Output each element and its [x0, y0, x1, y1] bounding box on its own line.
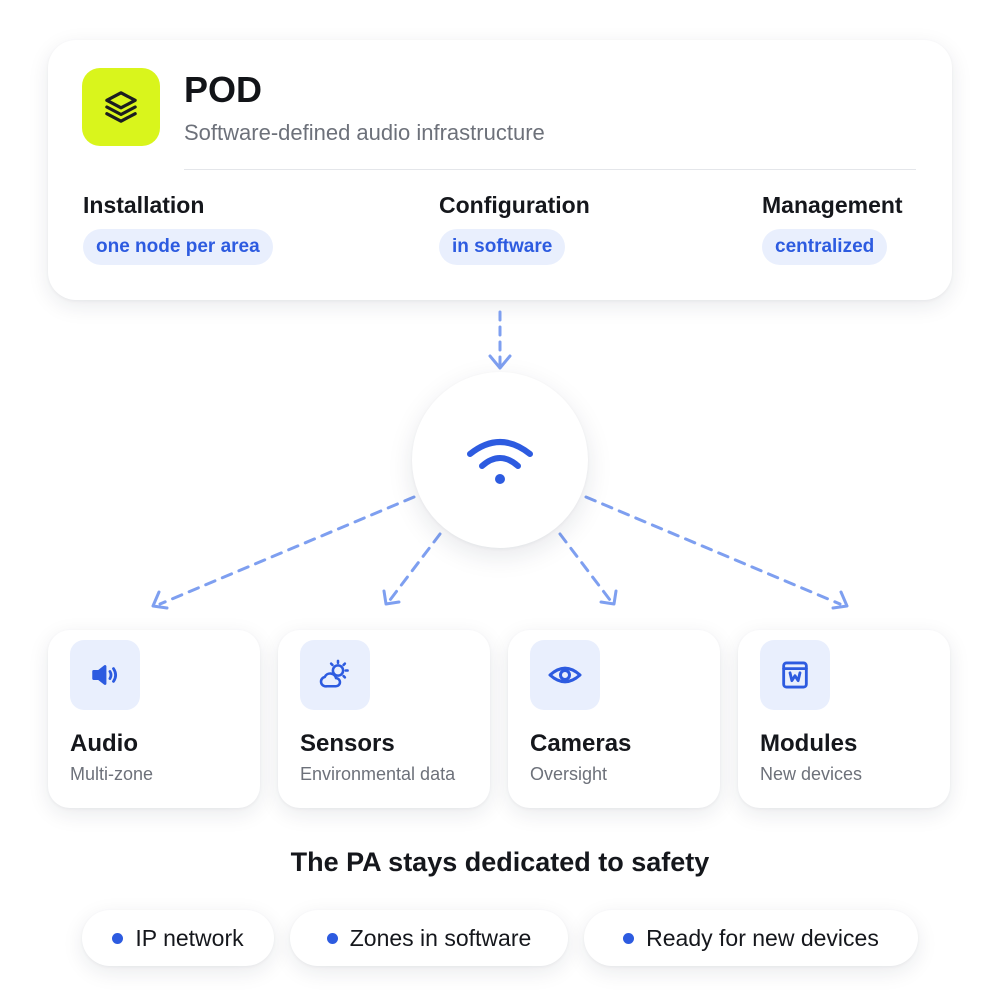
- wifi-icon: [467, 439, 533, 484]
- device-name: Audio: [70, 730, 138, 757]
- device-description: Environmental data: [300, 764, 456, 784]
- footer-title: The PA stays dedicated to safety: [290, 847, 710, 877]
- page-title: POD: [184, 69, 263, 110]
- connector-hub-to-audio: [151, 495, 416, 610]
- feature-management-label: Management: [762, 192, 903, 218]
- device-icon-box: [70, 640, 140, 710]
- feature-installation-badge: one node per area: [83, 229, 273, 265]
- device-name: Modules: [760, 730, 858, 757]
- feature-pill-label: Zones in software: [349, 924, 532, 951]
- feature-configuration-badge: in software: [439, 229, 566, 265]
- bullet-dot: [326, 932, 338, 944]
- device-name: Cameras: [530, 730, 632, 757]
- connector-hub-to-modules: [584, 495, 849, 610]
- speaker-icon: [92, 665, 118, 685]
- network-hub: [412, 372, 588, 548]
- weather-sensor-icon: [319, 659, 349, 688]
- feature-pill-new-devices: Ready for new devices: [584, 910, 918, 966]
- feature-configuration-label: Configuration: [439, 192, 590, 218]
- feature-pill-label: Ready for new devices: [646, 924, 879, 951]
- layers-icon: [105, 91, 137, 123]
- page-subtitle: Software-defined audio infrastructure: [184, 120, 545, 145]
- bullet-dot: [112, 932, 124, 944]
- device-card-cameras: Cameras Oversight: [508, 630, 720, 808]
- device-card-modules: Modules New devices: [738, 630, 950, 808]
- feature-pill-label: IP network: [135, 924, 244, 951]
- device-description: Multi-zone: [70, 764, 154, 784]
- device-description: Oversight: [530, 764, 608, 784]
- module-icon: [782, 661, 808, 689]
- connector-hub-to-cameras: [558, 532, 618, 606]
- device-icon-box: [760, 640, 830, 710]
- connector-pod-to-hub: [488, 310, 512, 370]
- feature-management-badge: centralized: [762, 229, 888, 265]
- connector-hub-to-sensors: [382, 532, 442, 606]
- device-description: New devices: [760, 764, 863, 784]
- device-name: Sensors: [300, 730, 395, 757]
- feature-pill-zones: Zones in software: [290, 910, 568, 966]
- bullet-dot: [623, 932, 635, 944]
- device-icon-box: [300, 640, 370, 710]
- device-card-audio: Audio Multi-zone: [48, 630, 260, 808]
- device-icon-box: [530, 640, 600, 710]
- feature-pill-ip-network: IP network: [82, 910, 274, 966]
- feature-installation-label: Installation: [83, 192, 205, 218]
- pod-logo: [82, 68, 160, 146]
- eye-icon: [548, 666, 582, 684]
- device-card-sensors: Sensors Environmental data: [278, 630, 490, 808]
- header-divider: [184, 169, 916, 170]
